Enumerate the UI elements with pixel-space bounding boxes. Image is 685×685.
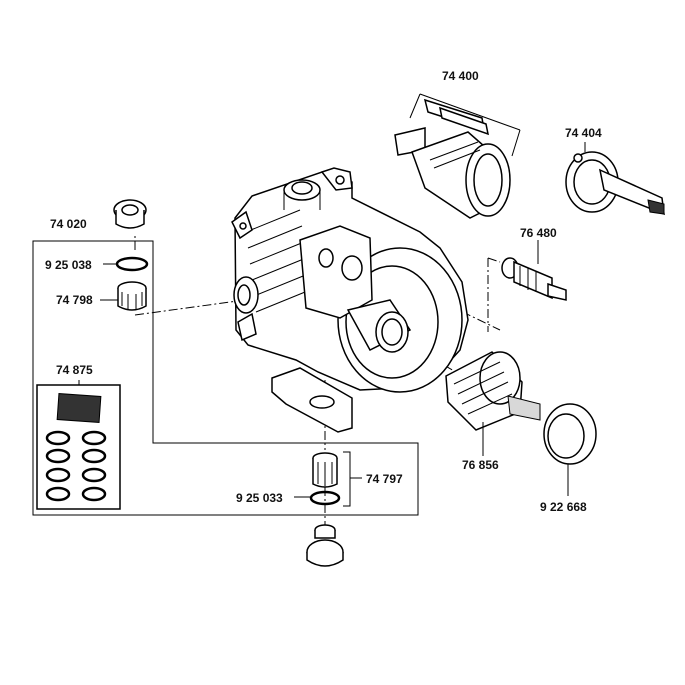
- part-925038-oring: [115, 256, 149, 272]
- part-74797-valve: [312, 452, 338, 488]
- label-925033: 9 25 033: [236, 491, 283, 505]
- part-922668-ring: [543, 403, 597, 465]
- label-74798: 74 798: [56, 293, 93, 307]
- part-925033-oring: [309, 490, 341, 506]
- kit-74020-frame: [32, 240, 419, 516]
- leader-lines: [78, 142, 586, 507]
- part-76480: [501, 257, 567, 301]
- valve-body: [231, 167, 469, 433]
- part-76856: [445, 351, 541, 431]
- label-76480: 76 480: [520, 226, 557, 240]
- part-cap-top: [113, 199, 147, 229]
- label-74020: 74 020: [50, 217, 87, 231]
- label-922668: 9 22 668: [540, 500, 587, 514]
- part-cap-bottom: [306, 524, 344, 567]
- part-74404: [565, 151, 665, 216]
- part-74875-kit: [36, 384, 121, 510]
- part-labels: 74 400 74 404 76 480 74 020 9 25 038 74 …: [45, 69, 602, 514]
- label-74797: 74 797: [366, 472, 403, 486]
- label-74400: 74 400: [442, 69, 479, 83]
- label-74875: 74 875: [56, 363, 93, 377]
- label-74404: 74 404: [565, 126, 602, 140]
- label-76856: 76 856: [462, 458, 499, 472]
- label-925038: 9 25 038: [45, 258, 92, 272]
- part-74400-cartridge: [394, 93, 521, 219]
- part-74798-valve: [117, 281, 147, 311]
